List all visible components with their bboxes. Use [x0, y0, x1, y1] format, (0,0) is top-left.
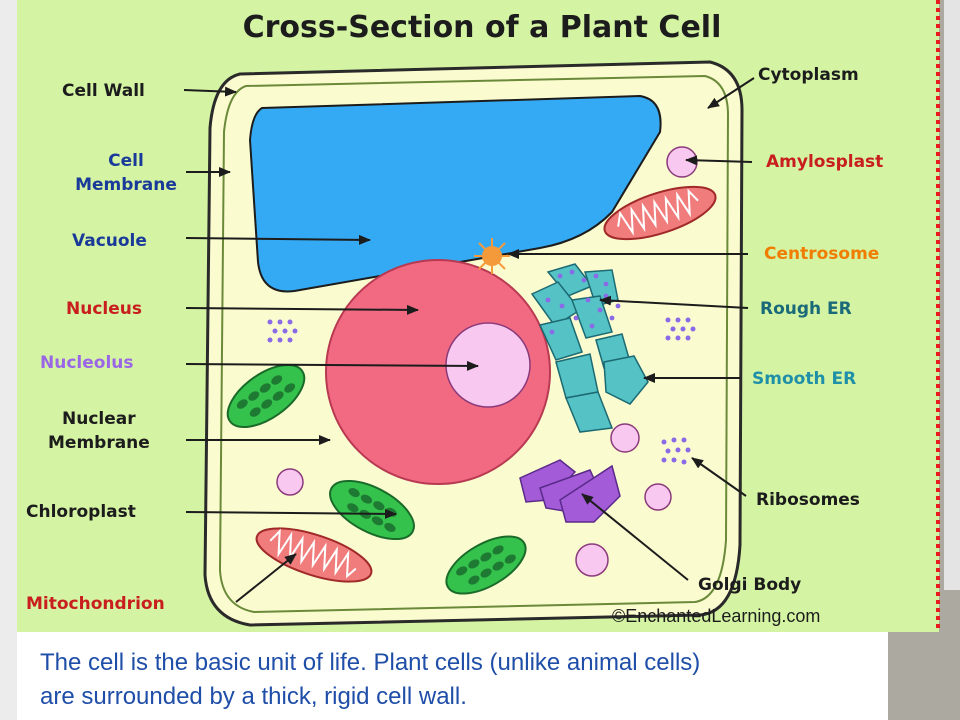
nucleus: [325, 259, 551, 485]
endoplasmic-reticulum: [530, 263, 649, 433]
amyloplast: [666, 146, 698, 178]
label-cell-wall: Cell Wall: [62, 81, 145, 101]
label-nuclear-membrane: Nuclear: [62, 409, 136, 429]
label-cell-membrane-2: Membrane: [75, 175, 177, 195]
mitochondrion: [603, 185, 717, 241]
left-margin-strip: [0, 0, 17, 720]
ribosome-cluster: [661, 437, 691, 465]
label-cell-membrane: Cell: [108, 151, 144, 171]
label-nucleolus: Nucleolus: [40, 353, 134, 373]
mitochondrion: [255, 527, 373, 583]
centrosome: [474, 238, 510, 274]
label-nuclear-membrane-2: Membrane: [48, 433, 150, 453]
ribosome-cluster: [665, 317, 696, 341]
pointer-arrows: [183, 77, 755, 603]
chloroplast: [226, 363, 306, 429]
amyloplast: [575, 543, 609, 577]
label-mitochondrion: Mitochondrion: [26, 594, 165, 614]
diagram-title: Cross-Section of a Plant Cell: [243, 10, 722, 45]
label-centrosome: Centrosome: [764, 244, 879, 264]
rough-er-ribosomes: [545, 269, 621, 335]
label-ribosomes: Ribosomes: [756, 490, 860, 510]
chloroplast: [445, 535, 527, 595]
amyloplast: [610, 423, 640, 453]
right-sidebar-highlight: [944, 0, 960, 590]
label-rough-er: Rough ER: [760, 299, 852, 319]
ribosome-cluster: [267, 319, 298, 343]
amyloplast: [644, 483, 672, 511]
label-smooth-er: Smooth ER: [752, 369, 856, 389]
label-golgi-body: Golgi Body: [698, 575, 801, 595]
label-chloroplast: Chloroplast: [26, 502, 136, 522]
caption-line-2: are surrounded by a thick, rigid cell wa…: [40, 683, 467, 710]
caption: The cell is the basic unit of life. Plan…: [40, 646, 940, 714]
label-amylosplast: Amylosplast: [766, 152, 883, 172]
label-nucleus: Nucleus: [66, 299, 142, 319]
label-vacuole: Vacuole: [72, 231, 147, 251]
amyloplast: [276, 468, 304, 496]
vacuole: [248, 94, 662, 293]
label-cytoplasm: Cytoplasm: [758, 65, 859, 85]
caption-line-1: The cell is the basic unit of life. Plan…: [40, 649, 701, 676]
credit-text: ©EnchantedLearning.com: [612, 606, 820, 626]
